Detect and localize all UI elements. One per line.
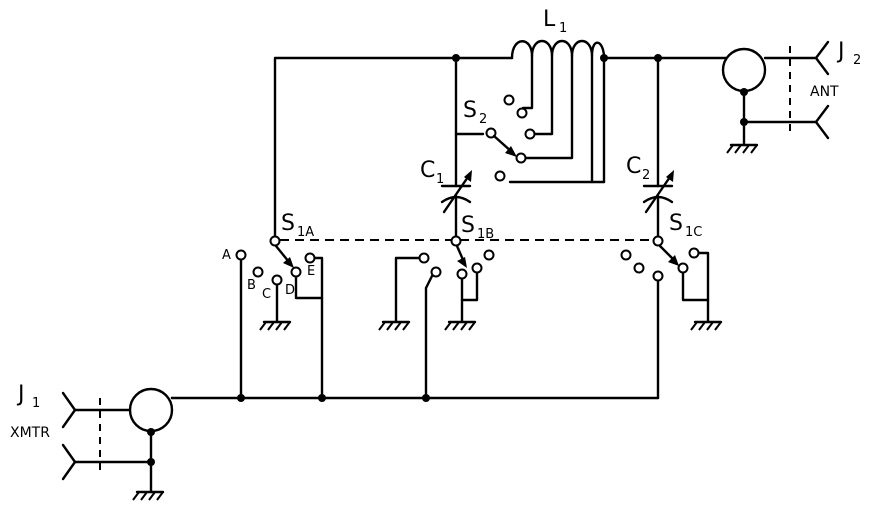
label-s1b: S 1B (461, 213, 494, 242)
label-j2: J 2 ANT (810, 39, 861, 100)
position-c-label: C (262, 287, 271, 302)
svg-text:2: 2 (642, 168, 650, 183)
ground-s1b-left (378, 320, 411, 331)
svg-text:1A: 1A (297, 225, 314, 240)
svg-text:S: S (669, 211, 683, 236)
position-b-label: B (247, 278, 256, 293)
ground-s1a (259, 320, 292, 331)
switch-position-labels: A B C D E (222, 248, 315, 302)
ground-j2 (726, 143, 759, 154)
svg-text:2: 2 (479, 112, 487, 127)
svg-text:C: C (420, 158, 435, 183)
capacitor-c1 (440, 132, 472, 242)
switch-s1c (620, 235, 710, 400)
svg-text:ANT: ANT (810, 84, 839, 100)
svg-text:1: 1 (32, 396, 40, 411)
ground-symbols (132, 143, 759, 501)
ground-s1b-right (444, 320, 477, 331)
connector-j1 (61, 387, 174, 494)
svg-text:S: S (281, 211, 295, 236)
label-c1: C 1 (420, 158, 444, 187)
ground-s1c (690, 320, 723, 331)
ground-j1 (132, 490, 165, 501)
position-e-label: E (307, 264, 315, 279)
capacitor-c2 (642, 56, 674, 242)
label-j1: J 1 XMTR (10, 382, 50, 441)
svg-text:1C: 1C (685, 225, 702, 240)
svg-text:1: 1 (436, 172, 444, 187)
svg-text:S: S (461, 213, 475, 238)
switch-s1a (235, 235, 324, 400)
svg-text:XMTR: XMTR (10, 425, 50, 441)
switch-s1b (394, 235, 495, 400)
label-l1: L 1 (543, 7, 567, 36)
position-a-label: A (222, 248, 231, 263)
label-c2: C 2 (626, 154, 650, 183)
inductor-l1 (508, 39, 606, 184)
label-s2: S 2 (463, 98, 487, 127)
svg-text:J: J (16, 382, 25, 407)
position-d-label: D (285, 283, 295, 298)
switch-s2 (454, 56, 536, 182)
label-s1c: S 1C (669, 211, 702, 240)
label-s1a: S 1A (281, 211, 314, 240)
svg-text:2: 2 (853, 53, 861, 68)
svg-text:C: C (626, 154, 641, 179)
connector-j2 (721, 40, 830, 147)
svg-text:L: L (543, 7, 556, 32)
svg-text:J: J (836, 39, 845, 64)
svg-text:1: 1 (559, 21, 567, 36)
svg-text:S: S (463, 98, 477, 123)
bottom-bus-wire (170, 394, 660, 402)
svg-text:1B: 1B (477, 227, 494, 242)
